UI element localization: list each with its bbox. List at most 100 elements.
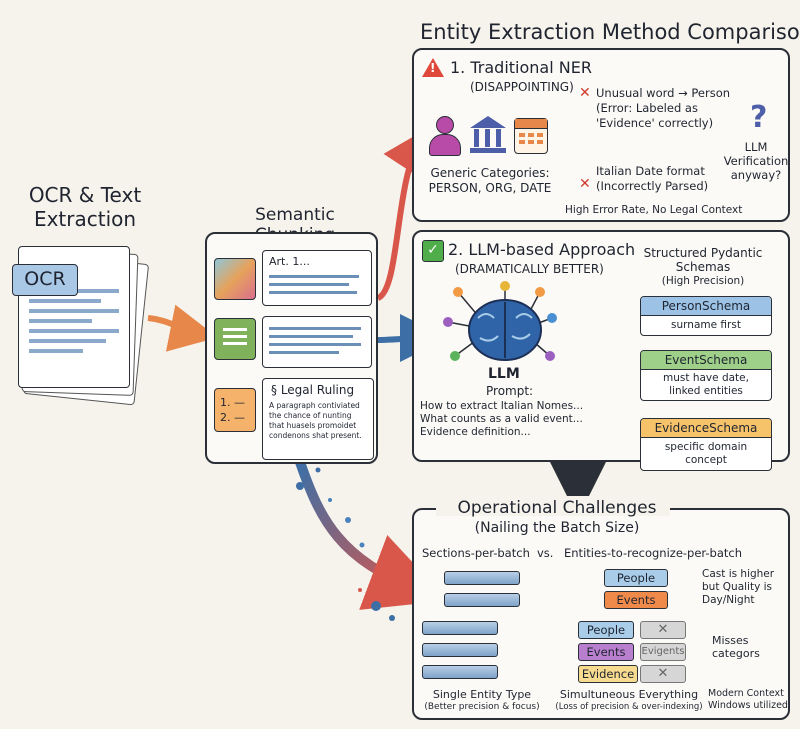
ner-verification-line1: LLM xyxy=(744,140,768,154)
event-schema-desc: must have date, linked entities xyxy=(663,372,749,397)
chunking-title-line1: Semantic xyxy=(255,205,335,225)
section-bar xyxy=(444,571,520,585)
check-icon: ✓ xyxy=(422,240,444,262)
ner-categories: Generic Categories: PERSON, ORG, DATE xyxy=(420,166,560,196)
chunk-card-3: § Legal Ruling A paragraph contiviated t… xyxy=(262,378,374,460)
ops-left-caption-line2: (Better precision & focus) xyxy=(424,702,540,712)
top-events-pill: Events xyxy=(604,591,668,609)
error-x-icon-2: ✕ xyxy=(579,176,591,192)
schemas-title-line2: Schemas xyxy=(675,260,731,274)
ner-categories-line2: PERSON, ORG, DATE xyxy=(428,181,552,195)
evidence-schema-desc: specific domain concept xyxy=(664,441,748,466)
event-schema-name: EventSchema xyxy=(641,351,771,370)
ops-left-header: Sections-per-batch xyxy=(422,546,530,560)
bottom-people-pill: People xyxy=(578,621,634,639)
ops-left-caption: Single Entity Type (Better precision & f… xyxy=(414,688,550,714)
ops-right-header: Entities-to-recognize-per-batch xyxy=(564,546,743,560)
llm-subtitle: (DRAMATICALLY BETTER) xyxy=(455,262,604,276)
ner-subtitle: (DISAPPOINTING) xyxy=(470,80,574,94)
prompt-lines: How to extract Italian Nomes... What cou… xyxy=(420,400,583,439)
ops-vs: vs. xyxy=(537,546,554,560)
person-schema-desc: surname first xyxy=(671,319,741,331)
chunk-3-body: A paragraph contiviated the chance of nu… xyxy=(269,401,362,440)
ops-note-line3: Day/Night xyxy=(702,594,755,606)
arrow-ocr-to-chunking xyxy=(147,304,218,352)
ocr-title: OCR & Text Extraction xyxy=(0,183,170,231)
schemas-title-line1: Structured Pydantic xyxy=(643,246,763,260)
prompt-line-1: How to extract Italian Nomes... xyxy=(420,400,584,412)
top-people-pill: People xyxy=(604,569,668,587)
chunk-card-2 xyxy=(262,316,372,368)
warning-mark: ! xyxy=(430,61,436,75)
person-icon xyxy=(426,116,462,156)
event-schema-card: EventSchema must have date, linked entit… xyxy=(640,350,772,401)
ner-verification-line3: anyway? xyxy=(730,168,782,182)
ner-error-1-line1: Unusual word → Person xyxy=(596,86,731,100)
llm-title: 2. LLM-based Approach xyxy=(448,240,636,259)
list-chunk-icon xyxy=(214,318,256,360)
ner-footer: High Error Rate, No Legal Context xyxy=(565,204,743,216)
misses-label: Misses categors xyxy=(712,634,760,660)
missed-x-icon: ✕ xyxy=(640,665,686,683)
section-bar xyxy=(444,593,520,607)
missed-x-icon: ✕ xyxy=(640,621,686,639)
section-bar xyxy=(422,643,498,657)
chunk-1-heading: Art. 1... xyxy=(269,255,310,268)
ops-right-caption-line1: Simultuneous Everything xyxy=(559,688,699,701)
ops-right-caption: Simultuneous Everything (Loss of precisi… xyxy=(554,688,704,714)
schemas-title-line3: (High Precision) xyxy=(661,275,745,287)
ner-error-2-line1: Italian Date format xyxy=(596,164,705,178)
ner-error-1-line3: 'Evidence' correctly) xyxy=(596,116,714,130)
chunk-card-1: Art. 1... xyxy=(262,250,372,306)
chunk-3-heading: § Legal Ruling xyxy=(271,383,355,397)
modern-line1: Modern Context xyxy=(708,688,784,699)
bank-icon xyxy=(470,116,506,156)
prompt-line-3: Evidence definition... xyxy=(420,426,531,438)
person-schema-card: PersonSchema surname first xyxy=(640,296,772,336)
numbered-list-icon: 1. — 2. — xyxy=(214,388,256,432)
llm-label: LLM xyxy=(488,366,520,382)
arrow-chunking-to-ops xyxy=(295,460,449,610)
misses-line1: Misses xyxy=(712,634,749,647)
ocr-title-line2: Extraction xyxy=(33,207,137,231)
ner-verification-line2: Verification xyxy=(723,154,789,168)
ocr-badge: OCR xyxy=(12,264,78,296)
section-bar xyxy=(422,665,498,679)
image-chunk-icon xyxy=(214,258,256,300)
missed-evigents: Evigents xyxy=(640,643,686,661)
ops-note: Cast is higher but Quality is Day/Night xyxy=(702,568,774,607)
ops-title: Operational Challenges xyxy=(457,498,657,518)
ops-right-caption-line2: (Loss of precision & over-indexing) xyxy=(555,702,703,712)
modern-line2: Windows utilized xyxy=(708,700,788,711)
ner-title: 1. Traditional NER xyxy=(450,58,592,77)
ner-categories-line1: Generic Categories: xyxy=(430,166,550,180)
ocr-title-line1: OCR & Text xyxy=(28,183,142,207)
ops-subtitle: (Nailing the Batch Size) xyxy=(474,520,640,536)
evidence-schema-card: EvidenceSchema specific domain concept xyxy=(640,418,772,471)
ner-error-2: Italian Date format (Incorrectly Parsed) xyxy=(596,164,708,194)
person-schema-name: PersonSchema xyxy=(641,297,771,316)
evidence-schema-name: EvidenceSchema xyxy=(641,419,771,438)
calendar-icon xyxy=(514,118,548,154)
bottom-evidence-pill: Evidence xyxy=(578,665,638,683)
section-bar xyxy=(422,621,498,635)
bottom-events-pill: Events xyxy=(578,643,634,661)
list-mark-1: 1. — xyxy=(220,396,245,409)
ops-note-line1: Cast is higher xyxy=(702,568,775,580)
ops-note-line2: but Quality is xyxy=(702,581,773,593)
warning-icon xyxy=(422,58,444,77)
ops-panel xyxy=(412,508,790,720)
error-x-icon-1: ✕ xyxy=(579,85,591,101)
schemas-title: Structured Pydantic Schemas (High Precis… xyxy=(628,246,778,288)
ner-verification: LLM Verification anyway? xyxy=(722,140,790,182)
prompt-label: Prompt: xyxy=(486,384,534,398)
list-mark-2: 2. — xyxy=(220,411,245,424)
question-mark-icon: ? xyxy=(750,100,768,135)
ner-error-1-line2: (Error: Labeled as xyxy=(596,101,698,115)
prompt-line-2: What counts as a valid event... xyxy=(420,413,583,425)
ner-error-1: Unusual word → Person (Error: Labeled as… xyxy=(596,86,730,131)
ner-error-2-line2: (Incorrectly Parsed) xyxy=(596,179,709,193)
modern-context-note: Modern Context Windows utilized xyxy=(708,688,788,712)
misses-line2: categors xyxy=(712,647,760,660)
page-title: Entity Extraction Method Comparison xyxy=(420,20,800,44)
